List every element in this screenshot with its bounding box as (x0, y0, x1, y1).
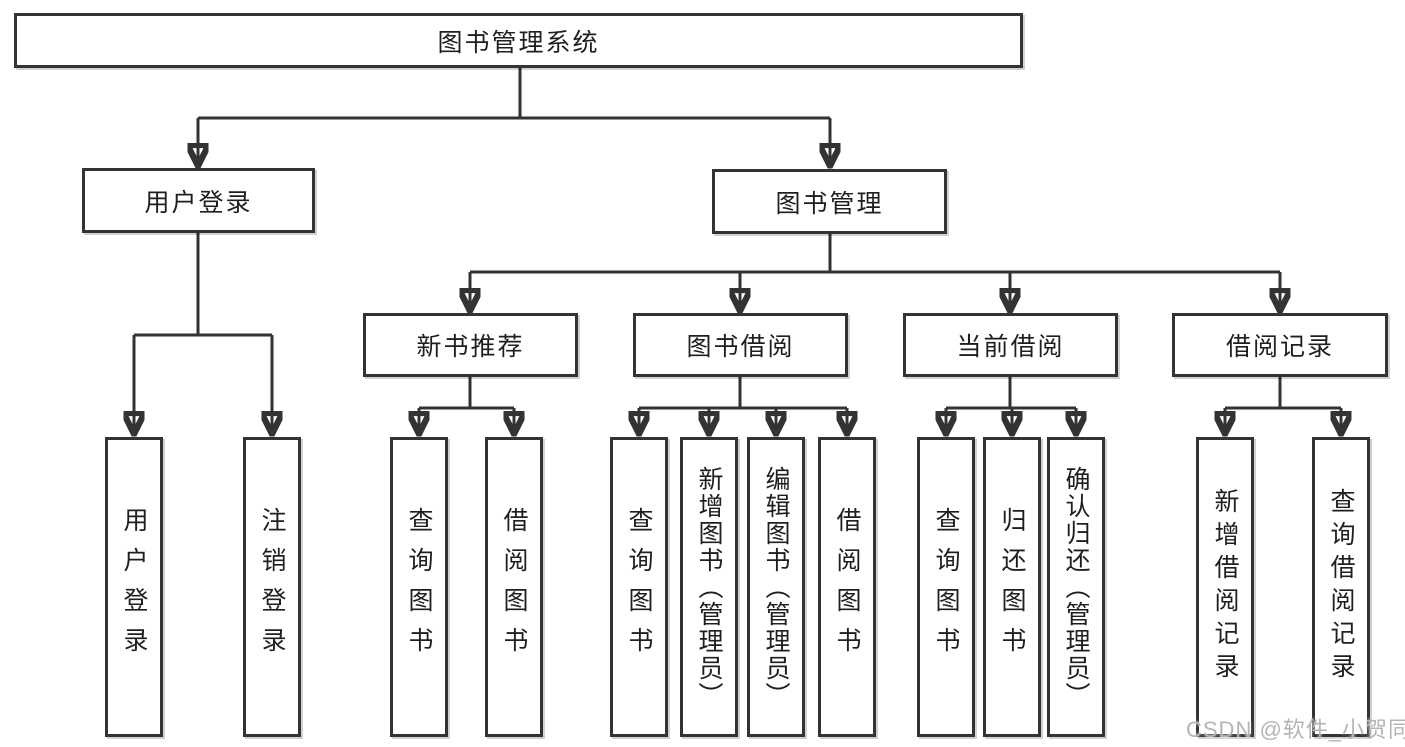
leaf-cb-query-books: 查询图书 (917, 437, 975, 737)
node-new-book-recommend: 新书推荐 (363, 313, 578, 377)
csdn-watermark: CSDN @软件_小贺同学 (1186, 717, 1405, 742)
leaf-br-query-record: 查询借阅记录 (1312, 437, 1370, 737)
node-book-management: 图书管理 (712, 169, 947, 234)
node-user-login: 用户登录 (82, 168, 315, 233)
leaf-bb-borrow-books: 借阅图书 (818, 437, 876, 737)
leaf-nb-query-books: 查询图书 (390, 437, 448, 737)
node-borrowing-records: 借阅记录 (1172, 313, 1388, 377)
leaf-nb-borrow-books: 借阅图书 (485, 437, 543, 737)
node-library-management-system: 图书管理系统 (14, 13, 1023, 68)
leaf-bb-query-books: 查询图书 (610, 437, 668, 737)
node-book-borrowing: 图书借阅 (633, 313, 848, 377)
leaf-br-add-record: 新增借阅记录 (1196, 437, 1254, 737)
leaf-bb-edit-books-admin: 编辑图书（管理员） (747, 437, 805, 737)
node-current-borrowing: 当前借阅 (903, 313, 1118, 377)
leaf-logout-login: 注销登录 (243, 437, 301, 737)
leaf-cb-confirm-return-admin: 确认归还（管理员） (1047, 437, 1105, 737)
leaf-cb-return-books: 归还图书 (983, 437, 1041, 737)
leaf-bb-add-books-admin: 新增图书（管理员） (680, 437, 738, 737)
leaf-user-login: 用户登录 (105, 437, 163, 737)
